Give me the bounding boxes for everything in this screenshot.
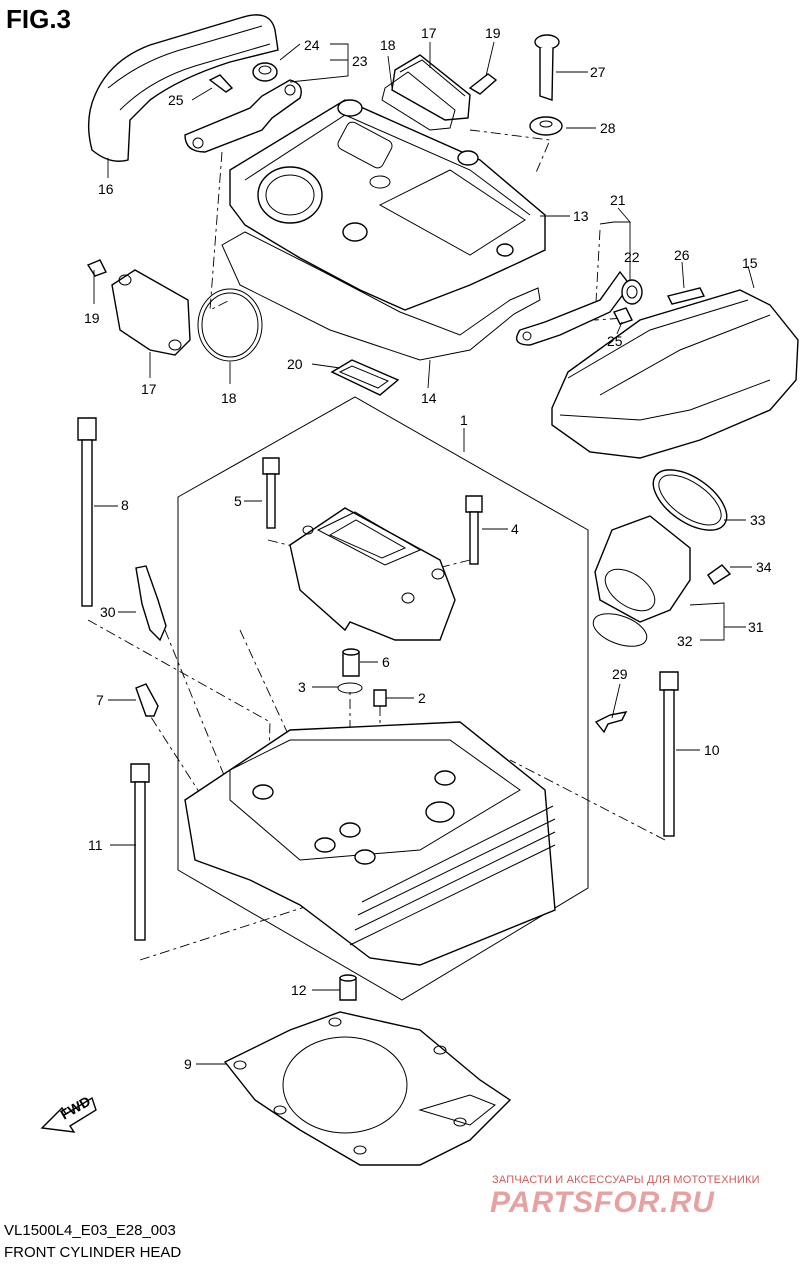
- part-32-o-ring: [592, 613, 648, 647]
- callout-19-lower: 19: [84, 310, 100, 326]
- callout-26: 26: [674, 247, 690, 263]
- part-27-bolt-shank: [539, 47, 554, 101]
- callout-25-lower: 25: [607, 333, 623, 349]
- callout-18-lower: 18: [221, 390, 237, 406]
- callout-33: 33: [750, 512, 766, 528]
- callout-18: 18: [380, 37, 396, 53]
- callout-24: 24: [304, 37, 320, 53]
- callout-23: 23: [352, 53, 368, 69]
- callout-14: 14: [421, 390, 437, 406]
- callout-15: 15: [742, 255, 758, 271]
- part-9-head-gasket: [223, 1011, 512, 1166]
- part-33-clamp: [652, 469, 728, 531]
- cylinder-head-body: [184, 721, 556, 966]
- part-8-stud-bolt: [77, 417, 97, 607]
- part-18-o-ring: [197, 288, 263, 362]
- callout-19: 19: [485, 25, 501, 41]
- part-26-pad: [666, 287, 706, 305]
- callout-6: 6: [382, 654, 390, 670]
- callout-21: 21: [610, 192, 626, 208]
- part-29-clip: [594, 711, 628, 734]
- part-19-screw: [86, 259, 107, 277]
- part-27-bolt-head: [534, 34, 560, 50]
- part-3-o-ring: [337, 682, 363, 694]
- part-15-head-cover-cap: [551, 289, 799, 459]
- callout-25: 25: [168, 92, 184, 108]
- part-17-cover-plate: [111, 269, 191, 356]
- part-24-grommet: [252, 62, 278, 82]
- callout-labels: 24 23 17 18 19 27 25 28 16 13 21 22 26 1…: [84, 25, 772, 1072]
- callout-13: 13: [573, 208, 589, 224]
- callout-22: 22: [624, 249, 640, 265]
- callout-10: 10: [704, 742, 720, 758]
- callout-27: 27: [590, 64, 606, 80]
- callout-3: 3: [298, 679, 306, 695]
- cylinder-head-assembly-outline: [177, 396, 589, 1001]
- fwd-arrow-icon: FWD: [40, 1093, 97, 1133]
- part-34-screw: [707, 564, 732, 585]
- part-2-dowel: [373, 689, 387, 707]
- callout-20: 20: [287, 356, 303, 372]
- part-10-stud-bolt: [659, 671, 679, 837]
- part-23-bracket: [184, 79, 302, 153]
- callout-5: 5: [234, 493, 242, 509]
- figure-title: FIG.3: [6, 4, 72, 34]
- part-30-spark-plug: [135, 565, 167, 642]
- callout-29: 29: [612, 666, 628, 682]
- callout-32: 32: [677, 633, 693, 649]
- callout-4: 4: [511, 521, 519, 537]
- model-code: VL1500L4_E03_E28_003: [4, 1222, 176, 1239]
- part-18-gasket: [381, 71, 456, 131]
- callout-12: 12: [291, 982, 307, 998]
- part-21-bracket: [516, 270, 631, 346]
- callout-1: 1: [460, 412, 468, 428]
- callout-9: 9: [184, 1056, 192, 1072]
- callout-17-lower: 17: [141, 381, 157, 397]
- part-28-washer: [529, 116, 563, 136]
- part-16-side-cover: [87, 14, 279, 162]
- figure-caption: FRONT CYLINDER HEAD: [4, 1244, 182, 1261]
- watermark-tagline: ЗАПЧАСТИ И АКСЕССУАРЫ ДЛЯ МОТОТЕХНИКИ: [492, 1174, 760, 1186]
- watermark-brand: PARTSFOR.RU: [490, 1186, 715, 1219]
- camshaft-holder: [289, 507, 456, 641]
- callout-16: 16: [98, 181, 114, 197]
- part-13-head-cover: [229, 99, 546, 311]
- part-25-bolt-lower: [613, 307, 633, 325]
- callout-31: 31: [748, 619, 764, 635]
- callout-11: 11: [88, 837, 103, 853]
- callout-8: 8: [121, 497, 129, 513]
- callout-2: 2: [418, 690, 426, 706]
- part-20-seal: [330, 359, 400, 396]
- part-17-cap: [391, 54, 471, 121]
- part-7-plug: [135, 683, 159, 717]
- callout-30: 30: [100, 604, 116, 620]
- callout-34: 34: [756, 559, 772, 575]
- callout-28: 28: [600, 120, 616, 136]
- part-11-stud-bolt: [130, 763, 150, 941]
- part-22-grommet: [621, 279, 643, 305]
- part-25-bolt: [208, 74, 234, 93]
- callout-17: 17: [421, 25, 437, 41]
- part-14-cover-gasket: [221, 231, 541, 361]
- part-5-bolt: [262, 457, 280, 529]
- callout-7: 7: [96, 692, 104, 708]
- part-31-intake-pipe: [594, 515, 691, 623]
- leader-lines: [93, 41, 755, 1065]
- part-4-bolt: [465, 495, 483, 565]
- part-19-bolt: [468, 73, 498, 95]
